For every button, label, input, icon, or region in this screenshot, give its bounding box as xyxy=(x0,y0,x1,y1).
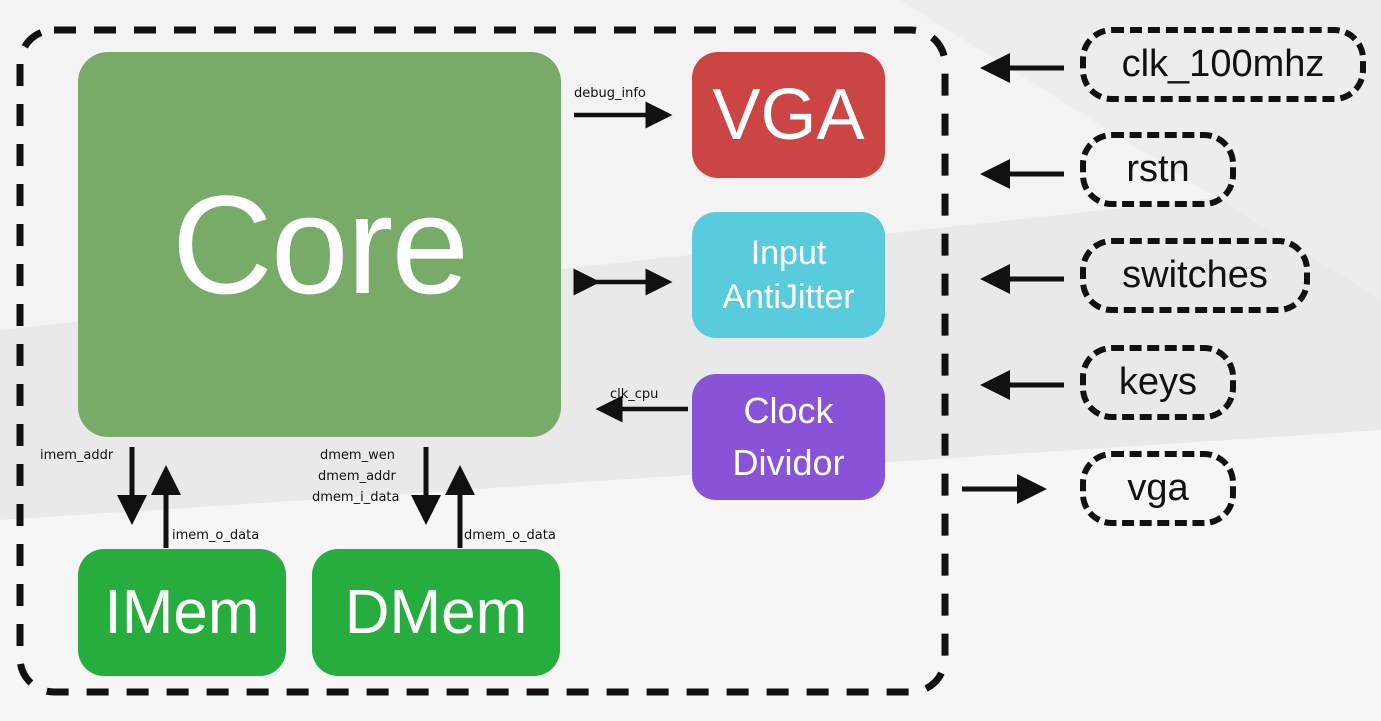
input-label-line1: Input xyxy=(750,234,827,272)
signal-dmem-i-data: dmem_i_data xyxy=(312,490,400,505)
imem-label: IMem xyxy=(104,578,260,647)
signal-dmem-addr: dmem_addr xyxy=(318,469,396,484)
signal-dmem-o-data: dmem_o_data xyxy=(464,528,556,543)
port-clk-100mhz: clk_100mhz xyxy=(1080,27,1366,102)
clock-divider-block: Clock Dividor xyxy=(692,374,885,500)
dmem-block: DMem xyxy=(312,549,560,676)
dmem-label: DMem xyxy=(344,578,528,647)
core-label: Core xyxy=(171,165,469,323)
port-switches: switches xyxy=(1080,238,1310,313)
port-keys: keys xyxy=(1080,345,1236,420)
signal-clk-cpu: clk_cpu xyxy=(610,387,659,402)
core-block: Core xyxy=(78,52,561,437)
clock-label-line2: Dividor xyxy=(732,442,845,483)
signal-imem-o-data: imem_o_data xyxy=(172,528,260,543)
port-vga: vga xyxy=(1080,451,1236,526)
signal-dmem-wen: dmem_wen xyxy=(320,448,395,463)
input-antijitter-block: Input AntiJitter xyxy=(692,212,885,338)
input-label-line2: AntiJitter xyxy=(722,278,855,316)
vga-label: VGA xyxy=(712,75,865,155)
signal-debug-info: debug_info xyxy=(574,86,646,101)
signal-imem-addr: imem_addr xyxy=(40,448,114,463)
port-rstn: rstn xyxy=(1080,132,1236,207)
imem-block: IMem xyxy=(78,549,286,676)
clock-label-line1: Clock xyxy=(743,390,834,431)
vga-block: VGA xyxy=(692,52,885,178)
